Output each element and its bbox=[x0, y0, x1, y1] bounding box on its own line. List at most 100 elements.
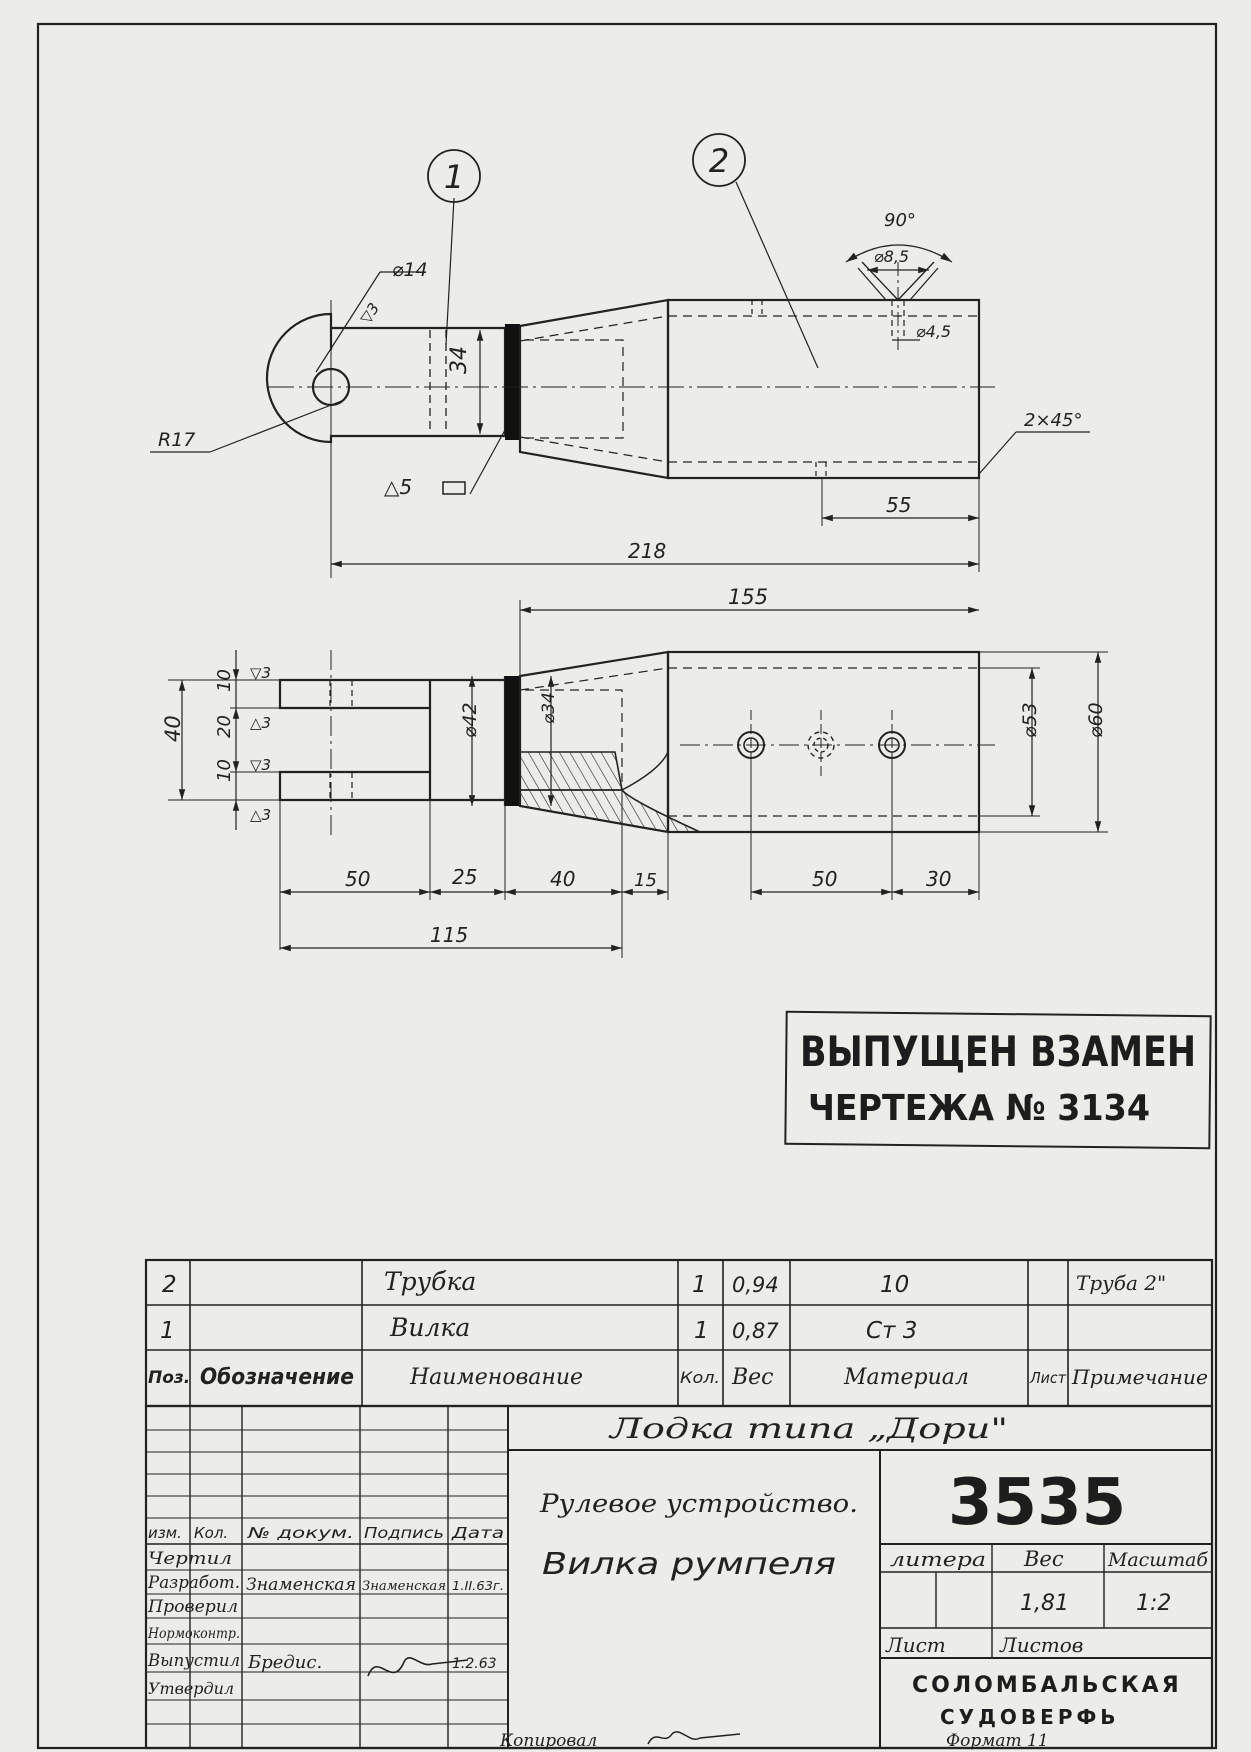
dim-rough3c: ▽3 bbox=[250, 756, 271, 774]
vypust-date: 1.2.63 bbox=[452, 1656, 497, 1672]
dim-delta3a: △3 bbox=[250, 714, 271, 732]
rev-header-izm: изм. bbox=[148, 1524, 182, 1542]
stamp-line1: ВЫПУЩЕН ВЗАМЕН bbox=[800, 1027, 1196, 1076]
spec-header-name: Наименование bbox=[409, 1365, 583, 1390]
spec-row-pos: 1 bbox=[160, 1318, 175, 1344]
dim-angle90: 90° bbox=[884, 210, 916, 231]
tube-taper-top bbox=[518, 298, 670, 480]
dim-r17: R17 bbox=[158, 429, 195, 451]
drawing-number: 3535 bbox=[948, 1466, 1126, 1540]
spec-header-material: Материал bbox=[843, 1365, 969, 1390]
role-normokontr: Нормоконтр. bbox=[147, 1626, 240, 1642]
dim-d4-5: ⌀4,5 bbox=[916, 322, 951, 341]
spec-header-pos: Поз. bbox=[148, 1368, 190, 1388]
col-weight: Вес bbox=[1023, 1547, 1064, 1571]
dim-b115: 115 bbox=[430, 923, 468, 947]
spec-row-pos: 2 bbox=[162, 1272, 177, 1298]
dim-b30: 30 bbox=[926, 867, 951, 891]
spec-header-weight: Вес bbox=[731, 1365, 774, 1390]
fork-prong-upper bbox=[278, 678, 432, 710]
col-scale: Масштаб bbox=[1107, 1549, 1208, 1571]
dim-l55: 55 bbox=[886, 493, 911, 517]
dim-b25: 25 bbox=[452, 865, 477, 889]
callout-2: 2 bbox=[709, 142, 729, 180]
tube-body-top bbox=[666, 298, 981, 480]
dim-delta3b: △3 bbox=[250, 806, 271, 824]
side-view bbox=[168, 600, 1108, 958]
spec-row-qty: 1 bbox=[692, 1272, 707, 1298]
role-proveril: Проверил bbox=[147, 1597, 238, 1617]
callout-1: 1 bbox=[444, 158, 464, 196]
part-name: Вилка румпеля bbox=[542, 1547, 836, 1582]
rev-header-sign: Подпись bbox=[364, 1524, 444, 1542]
dim-weld: △5 bbox=[384, 475, 412, 499]
dim-d53: ⌀53 bbox=[1019, 702, 1041, 738]
dim-d42: ⌀42 bbox=[459, 702, 481, 738]
tube-body-side bbox=[666, 650, 981, 834]
assembly-title: Рулевое устройство. bbox=[539, 1489, 858, 1518]
section-hatch-tube bbox=[519, 789, 701, 833]
spec-header-designation: Обозначение bbox=[200, 1365, 354, 1390]
rev-header-doc: № докум. bbox=[247, 1524, 354, 1542]
razrab-name: Знаменская bbox=[246, 1575, 356, 1595]
col-litera: литера bbox=[890, 1547, 986, 1571]
format-label: Формат 11 bbox=[946, 1731, 1049, 1751]
dim-w20: 20 bbox=[214, 715, 235, 738]
callout-2-bubble bbox=[692, 133, 746, 187]
top-view bbox=[150, 181, 1090, 578]
razrab-date: 1.II.63г. bbox=[452, 1579, 504, 1593]
rev-header-date: Дата bbox=[451, 1524, 504, 1542]
dim-chamfer: 2×45° bbox=[1024, 410, 1082, 431]
spec-row-material: 10 bbox=[880, 1272, 909, 1298]
spec-row-weight: 0,87 bbox=[732, 1319, 779, 1343]
callout-1-bubble bbox=[427, 149, 481, 203]
dim-b50b: 50 bbox=[812, 867, 837, 891]
dim-w10b: 10 bbox=[214, 759, 235, 782]
org-line2: СУДОВЕРФЬ bbox=[940, 1705, 1120, 1729]
weld-seam-side bbox=[505, 676, 520, 806]
role-utverdil: Утвердил bbox=[148, 1679, 234, 1698]
dim-rough3b: ▽3 bbox=[250, 664, 271, 682]
role-cherttil: Чертил bbox=[148, 1549, 232, 1569]
dim-d8-5: ⌀8,5 bbox=[874, 247, 909, 266]
role-vypustil: Выпустил bbox=[147, 1651, 240, 1671]
dim-w40: 40 bbox=[161, 715, 185, 742]
stamp-line2: ЧЕРТЕЖА № 3134 bbox=[808, 1088, 1150, 1129]
spec-row-material: Ст 3 bbox=[866, 1318, 917, 1344]
dim-l155: 155 bbox=[728, 585, 768, 609]
total-weight: 1,81 bbox=[1020, 1591, 1069, 1616]
rev-header-kol: Кол. bbox=[194, 1524, 228, 1542]
spec-row-weight: 0,94 bbox=[732, 1273, 779, 1297]
dim-d14: ⌀14 bbox=[392, 259, 428, 281]
spec-row-qty: 1 bbox=[694, 1318, 709, 1344]
vypust-name: Бредис. bbox=[247, 1652, 322, 1673]
dim-h34: 34 bbox=[447, 346, 472, 374]
scale-value: 1:2 bbox=[1136, 1591, 1171, 1616]
replacement-stamp bbox=[784, 1010, 1212, 1150]
sheet-label: Лист bbox=[885, 1633, 946, 1657]
spec-row-name: Вилка bbox=[389, 1313, 470, 1342]
project-title: Лодка типа „Дори" bbox=[607, 1412, 1008, 1445]
spec-header-qty: Кол. bbox=[680, 1368, 720, 1387]
spec-row-note: Труба 2" bbox=[1076, 1271, 1166, 1295]
vypust-signature bbox=[367, 1657, 469, 1677]
fork-eye-outline bbox=[265, 312, 507, 444]
spec-row-name: Трубка bbox=[384, 1267, 476, 1296]
dim-d34: ⌀34 bbox=[539, 692, 559, 724]
dim-b15: 15 bbox=[634, 870, 657, 891]
fork-prong-lower bbox=[278, 770, 432, 802]
role-razrab: Разработ. bbox=[147, 1573, 240, 1593]
dim-w10a: 10 bbox=[214, 669, 235, 692]
dim-d60: ⌀60 bbox=[1085, 702, 1107, 738]
copier-signature bbox=[647, 1731, 741, 1745]
copied-label: Копировал bbox=[499, 1731, 597, 1751]
sheets-label: Листов bbox=[999, 1633, 1083, 1657]
razrab-signature: Знаменская bbox=[362, 1579, 446, 1594]
section-hatch-fork bbox=[519, 751, 623, 791]
dim-b40: 40 bbox=[550, 867, 575, 891]
title-block-grid bbox=[144, 1404, 1214, 1750]
dim-b50: 50 bbox=[345, 867, 370, 891]
dim-l218: 218 bbox=[628, 539, 666, 563]
spec-header-sheet: Лист bbox=[1029, 1369, 1067, 1387]
